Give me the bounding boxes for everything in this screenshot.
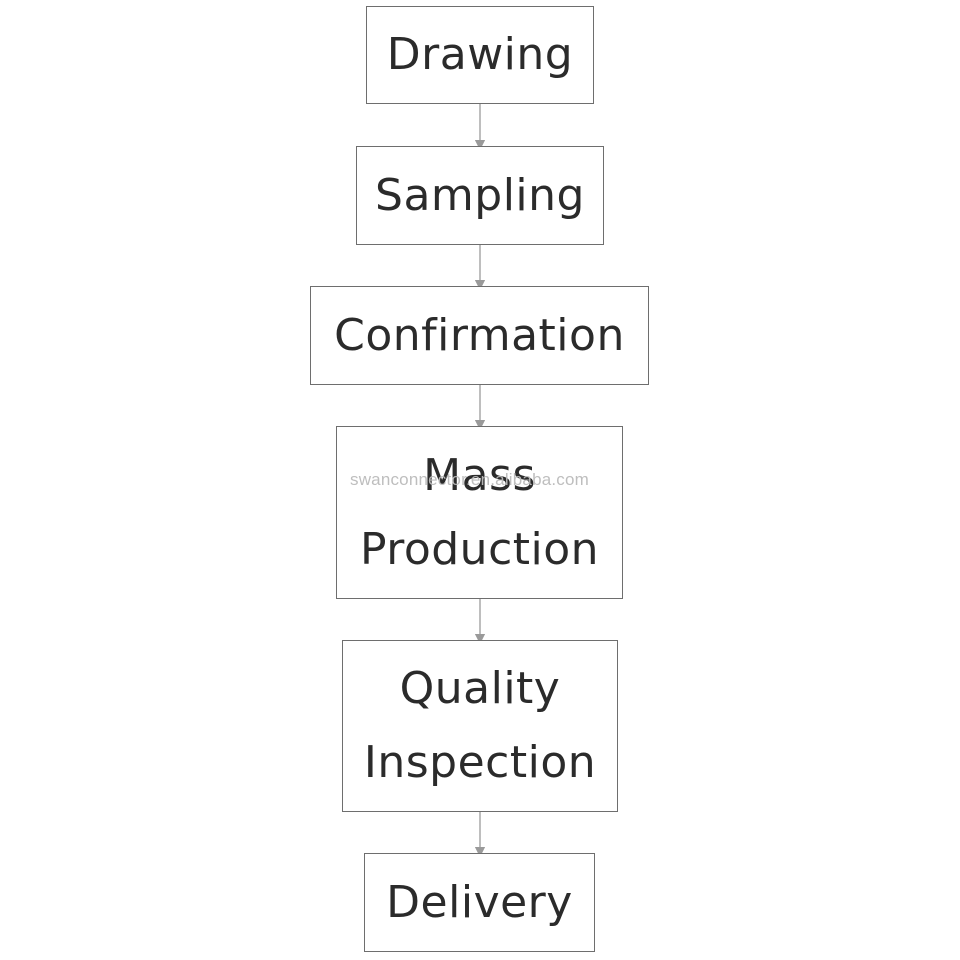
step-drawing: Drawing: [366, 6, 594, 104]
step-mass-production-label: Mass Production: [359, 449, 600, 575]
step-drawing-label: Drawing: [386, 29, 574, 81]
step-confirmation-label: Confirmation: [334, 309, 625, 361]
step-sampling: Sampling: [356, 146, 604, 245]
watermark-text: swanconnector.en.alibaba.com: [350, 470, 590, 489]
step-quality-inspection-label: Quality Inspection: [363, 663, 597, 788]
step-confirmation: Confirmation: [310, 286, 649, 385]
step-delivery-label: Delivery: [386, 876, 573, 928]
step-quality-inspection: Quality Inspection: [342, 640, 618, 812]
step-sampling-label: Sampling: [375, 169, 585, 221]
step-delivery: Delivery: [364, 853, 595, 952]
step-mass-production: Mass Production: [336, 426, 623, 599]
